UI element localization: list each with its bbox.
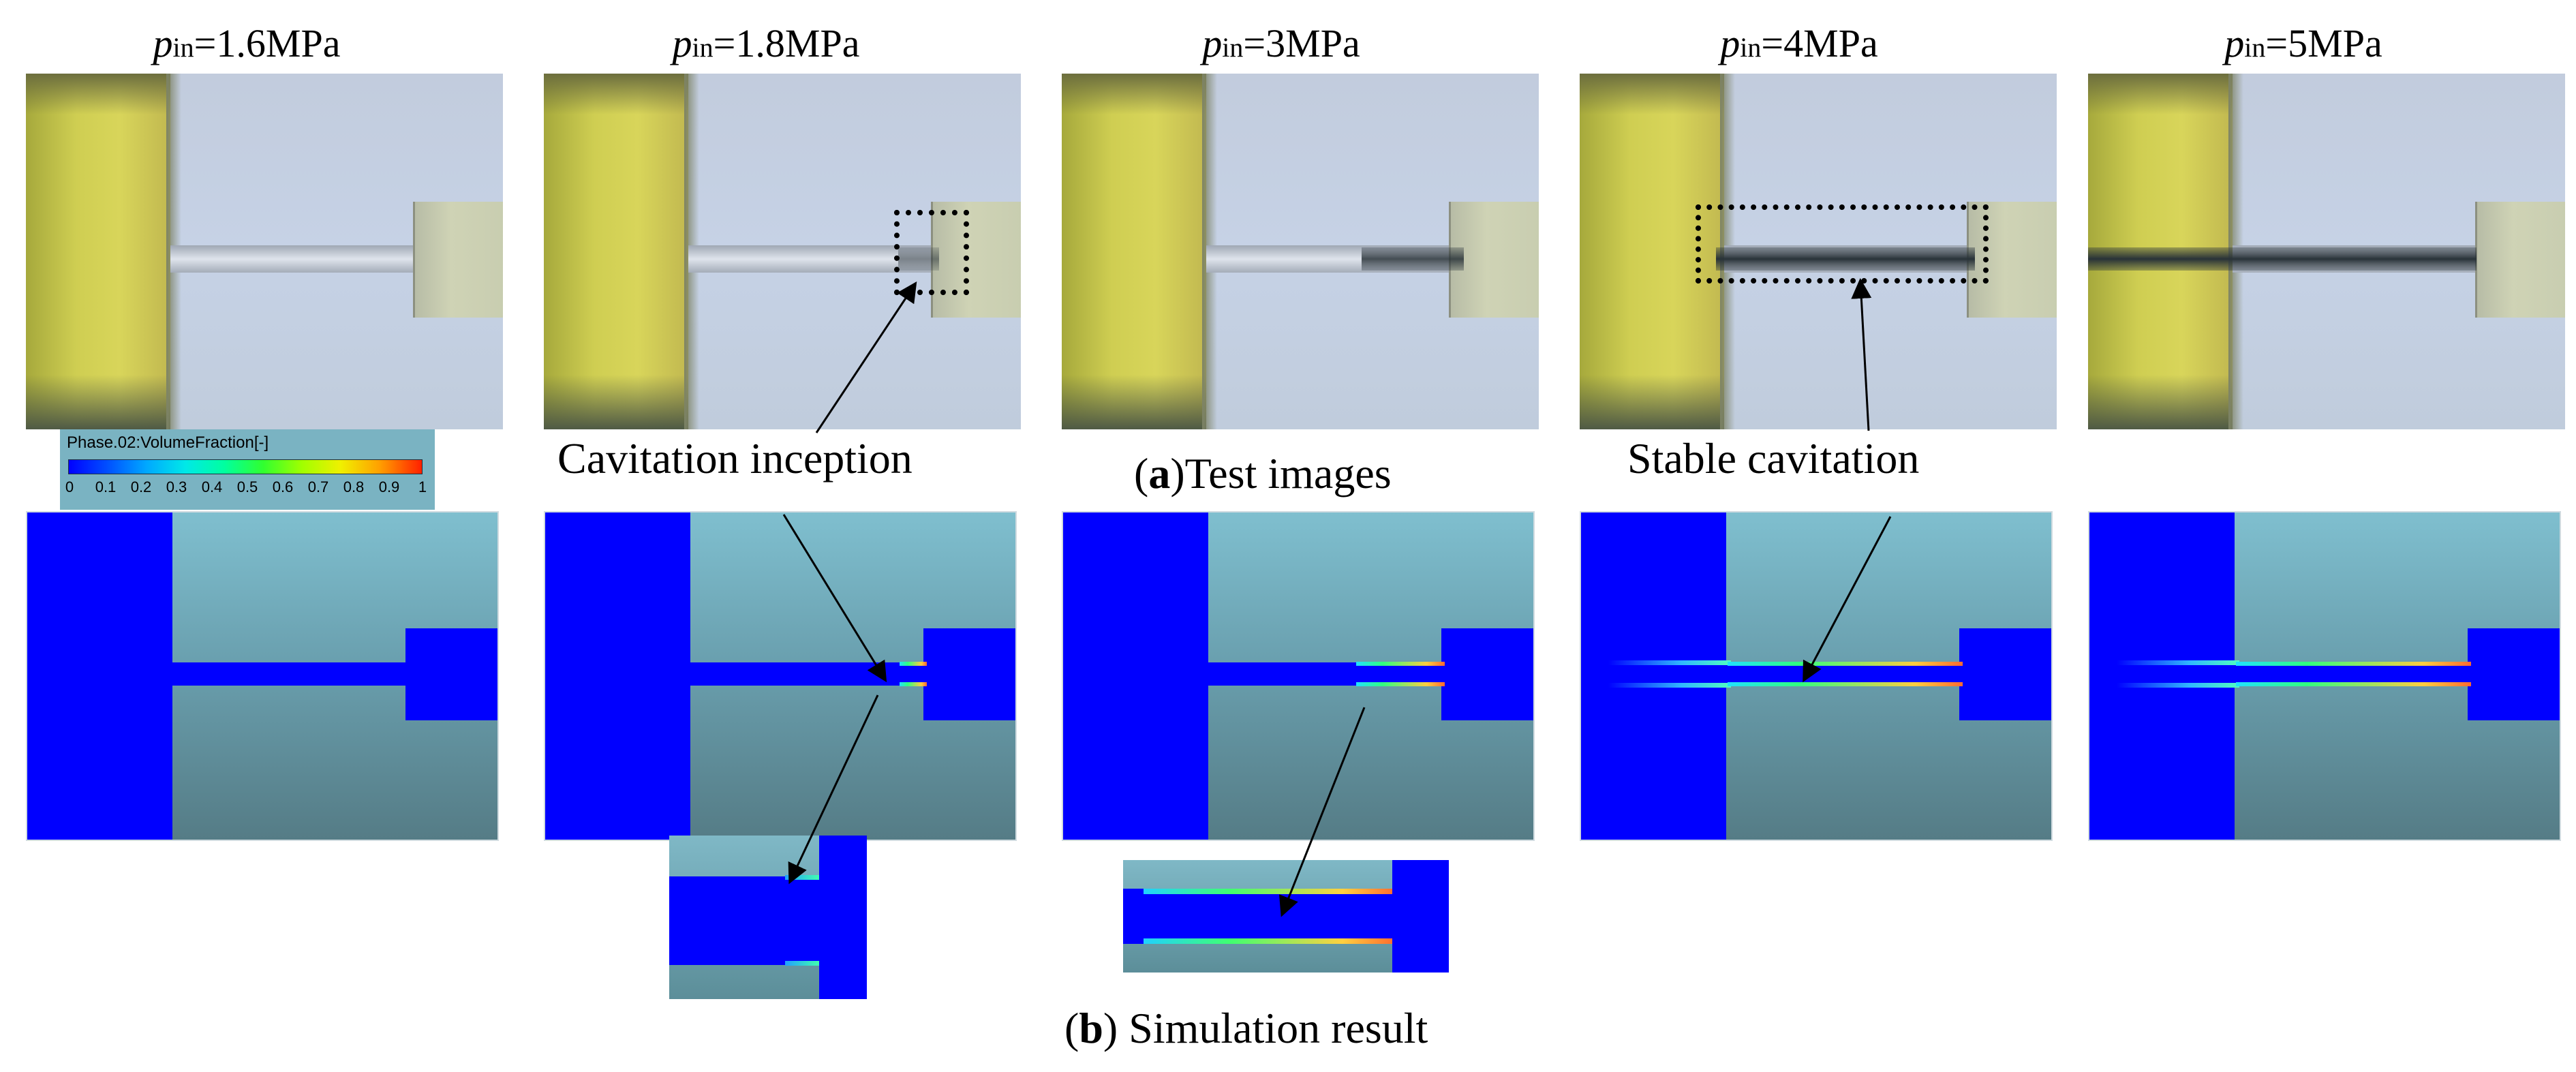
- colorbar-tick: 0.9: [378, 478, 400, 495]
- simulation-panel-1: [26, 511, 499, 841]
- heading-condition-5: pin=5MPa: [2065, 20, 2542, 66]
- colorbar-tick: 0.4: [201, 478, 223, 495]
- test-image-5: [2088, 74, 2565, 429]
- volume-fraction-colorbar: Phase.02:VolumeFraction[-] 0 0.1 0.2 0.3…: [60, 429, 435, 510]
- caption-b-letter: b: [1079, 1004, 1103, 1052]
- cavitation-inception-label: Cavitation inception: [557, 434, 913, 483]
- pressure-subscript: in: [172, 32, 194, 63]
- colorbar-tick: 0.3: [166, 478, 187, 495]
- colorbar-tick: 0.2: [130, 478, 152, 495]
- heading-condition-3: pin=3MPa: [1043, 20, 1520, 66]
- pressure-subscript: in: [1740, 32, 1762, 63]
- pressure-subscript: in: [692, 32, 714, 63]
- heading-condition-2: pin=1.8MPa: [527, 20, 1005, 66]
- heading-condition-1: pin=1.6MPa: [8, 20, 485, 66]
- caption-b-text: Simulation result: [1118, 1004, 1428, 1052]
- pressure-value: =3MPa: [1243, 21, 1360, 65]
- caption-a: (a)Test images: [1134, 449, 1392, 497]
- pressure-subscript: in: [1222, 32, 1244, 63]
- caption-a-letter: a: [1148, 449, 1171, 497]
- caption-b: (b) Simulation result: [1064, 1004, 1428, 1052]
- arrow-to-inception-box: [815, 281, 917, 433]
- colorbar-tick: 0.6: [272, 478, 294, 495]
- pressure-symbol: p: [1202, 21, 1223, 65]
- pressure-symbol: p: [2224, 21, 2245, 65]
- pressure-symbol: p: [153, 21, 173, 65]
- colorbar-tick: 0.8: [343, 478, 365, 495]
- pressure-symbol: p: [1720, 21, 1741, 65]
- simulation-panel-5: [2088, 511, 2561, 841]
- test-image-1: [26, 74, 503, 429]
- pressure-symbol: p: [672, 21, 692, 65]
- colorbar-tick: 0.5: [236, 478, 258, 495]
- arrow-to-stable-box: [1851, 278, 1872, 431]
- pressure-value: =1.6MPa: [194, 21, 341, 65]
- arrow-to-stable-sim: [1803, 516, 1892, 683]
- colorbar-title: Phase.02:VolumeFraction[-]: [67, 433, 269, 452]
- pressure-value: =5MPa: [2265, 21, 2382, 65]
- colorbar-tick: 0.1: [95, 478, 117, 495]
- colorbar-tick: 0: [65, 478, 74, 495]
- arrow-to-developing-inset: [1278, 707, 1366, 917]
- colorbar-tick: 1: [418, 478, 427, 495]
- test-image-2: [544, 74, 1021, 429]
- arrow-to-inception-inset: [788, 694, 879, 885]
- stable-cavitation-label: Stable cavitation: [1627, 434, 1920, 483]
- colorbar-tick: 0.7: [307, 478, 329, 495]
- test-image-3: [1062, 74, 1539, 429]
- pressure-value: =1.8MPa: [713, 21, 860, 65]
- heading-condition-4: pin=4MPa: [1561, 20, 2038, 66]
- simulation-panel-2: [544, 511, 1017, 841]
- simulation-inset-inception: [669, 836, 867, 999]
- stable-cavitation-highlight-box: [1696, 204, 1989, 284]
- test-image-4: [1580, 74, 2057, 429]
- pressure-value: =4MPa: [1761, 21, 1878, 65]
- caption-a-text: Test images: [1184, 449, 1392, 497]
- pressure-subscript: in: [2244, 32, 2266, 63]
- inception-highlight-box: [894, 210, 969, 295]
- simulation-panel-3: [1062, 511, 1535, 841]
- colorbar-ticks: 0 0.1 0.2 0.3 0.4 0.5 0.6 0.7 0.8 0.9 1: [63, 478, 429, 499]
- colorbar-gradient: [68, 459, 423, 474]
- arrow-to-inception-sim: [782, 514, 887, 683]
